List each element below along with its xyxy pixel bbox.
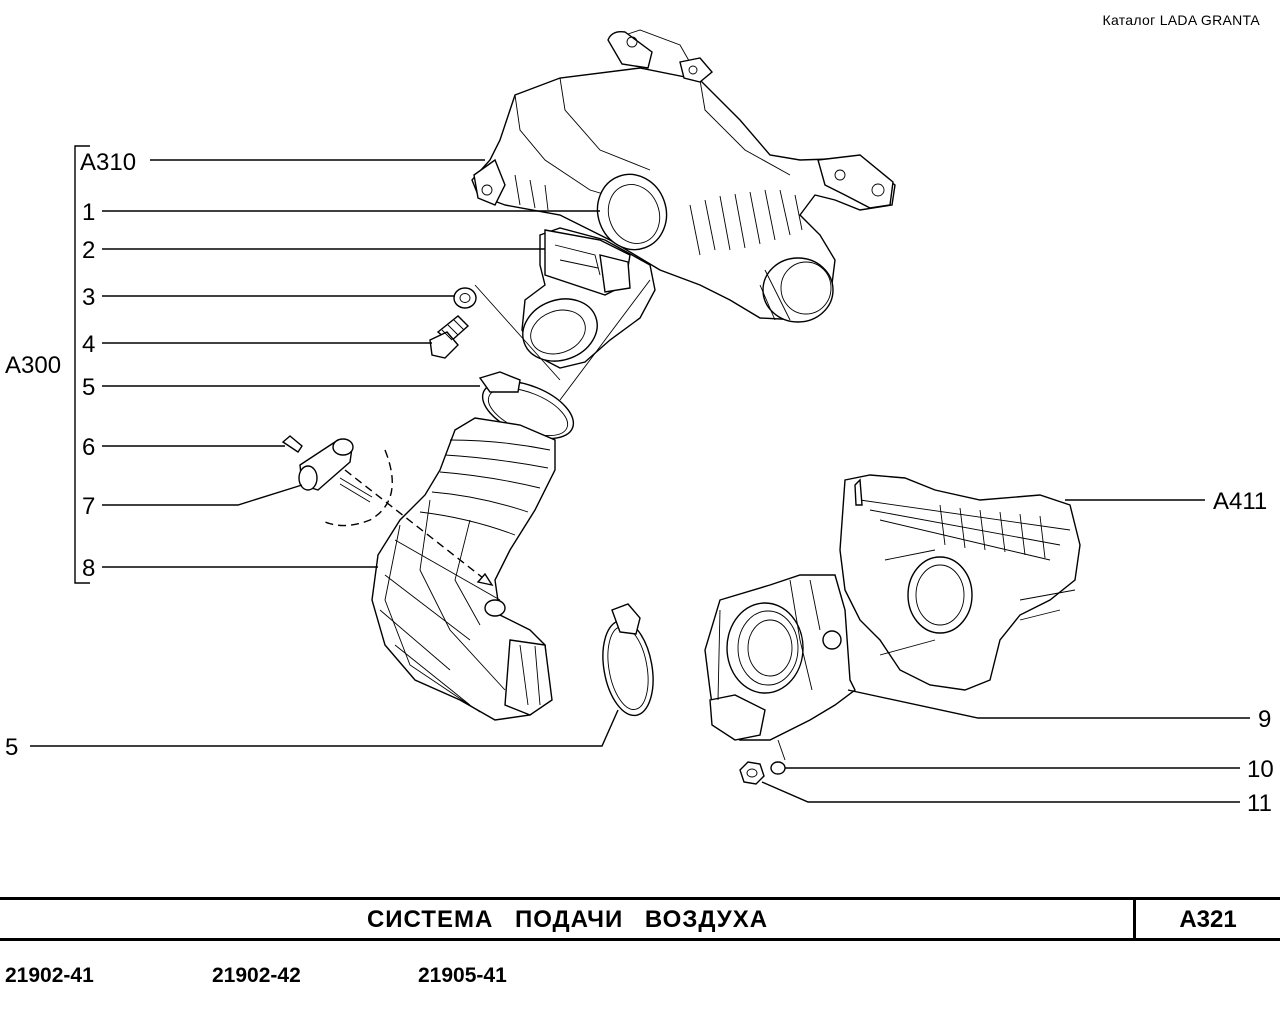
mass-air-flow-sensor [521, 227, 656, 369]
intake-manifold [839, 474, 1081, 691]
axis-line-washer [777, 739, 786, 761]
label-a310: A310 [80, 149, 136, 176]
model-list: 21902-41 21902-42 21905-41 [0, 964, 1280, 994]
axis-line-bolt [474, 284, 561, 381]
model-code: 21902-42 [212, 964, 301, 987]
leader-11 [761, 781, 1240, 803]
group-bracket-a300 [74, 145, 90, 584]
label-2: 2 [82, 237, 95, 264]
nut-11 [739, 761, 765, 785]
section-code: A321 [1179, 906, 1237, 933]
hose-clamp-bottom [602, 603, 654, 717]
leader-5-bottom [30, 709, 619, 747]
label-4: 4 [82, 331, 95, 358]
model-code: 21902-41 [5, 964, 94, 987]
catalog-header: Каталог LADA GRANTA [1102, 12, 1260, 28]
label-1: 1 [82, 199, 95, 226]
leader-7 [102, 484, 303, 506]
page-title: СИСТЕМА ПОДАЧИ ВОЗДУХА [366, 906, 769, 933]
air-filter-housing [471, 29, 896, 323]
exploded-parts-diagram: A310 A300 1 2 3 4 5 6 7 8 5 A411 9 10 11 [5, 29, 1274, 817]
title-divider [1133, 900, 1136, 938]
leader-9 [847, 689, 1250, 719]
axis-line-sensor [559, 279, 651, 401]
dashed-arc [324, 449, 393, 527]
throttle-body [704, 574, 856, 741]
dashed-arrow-line [344, 469, 493, 586]
bolt-4 [429, 315, 470, 359]
label-a411: A411 [1213, 488, 1267, 515]
label-9: 9 [1258, 706, 1271, 733]
label-a300: A300 [5, 352, 61, 379]
label-8: 8 [82, 555, 95, 582]
label-6: 6 [82, 434, 95, 461]
label-7: 7 [82, 493, 95, 520]
intake-hose [371, 417, 556, 721]
label-5-top: 5 [82, 374, 95, 401]
arrow-head [476, 572, 494, 587]
model-code: 21905-41 [418, 964, 507, 987]
label-11: 11 [1247, 790, 1272, 817]
label-10: 10 [1247, 756, 1274, 783]
washer-3 [453, 287, 477, 309]
label-5-bottom: 5 [5, 734, 18, 761]
washer-10 [770, 761, 786, 775]
title-bar: СИСТЕМА ПОДАЧИ ВОЗДУХА A321 [0, 897, 1280, 941]
label-3: 3 [82, 284, 95, 311]
breather-fitting [281, 435, 373, 503]
